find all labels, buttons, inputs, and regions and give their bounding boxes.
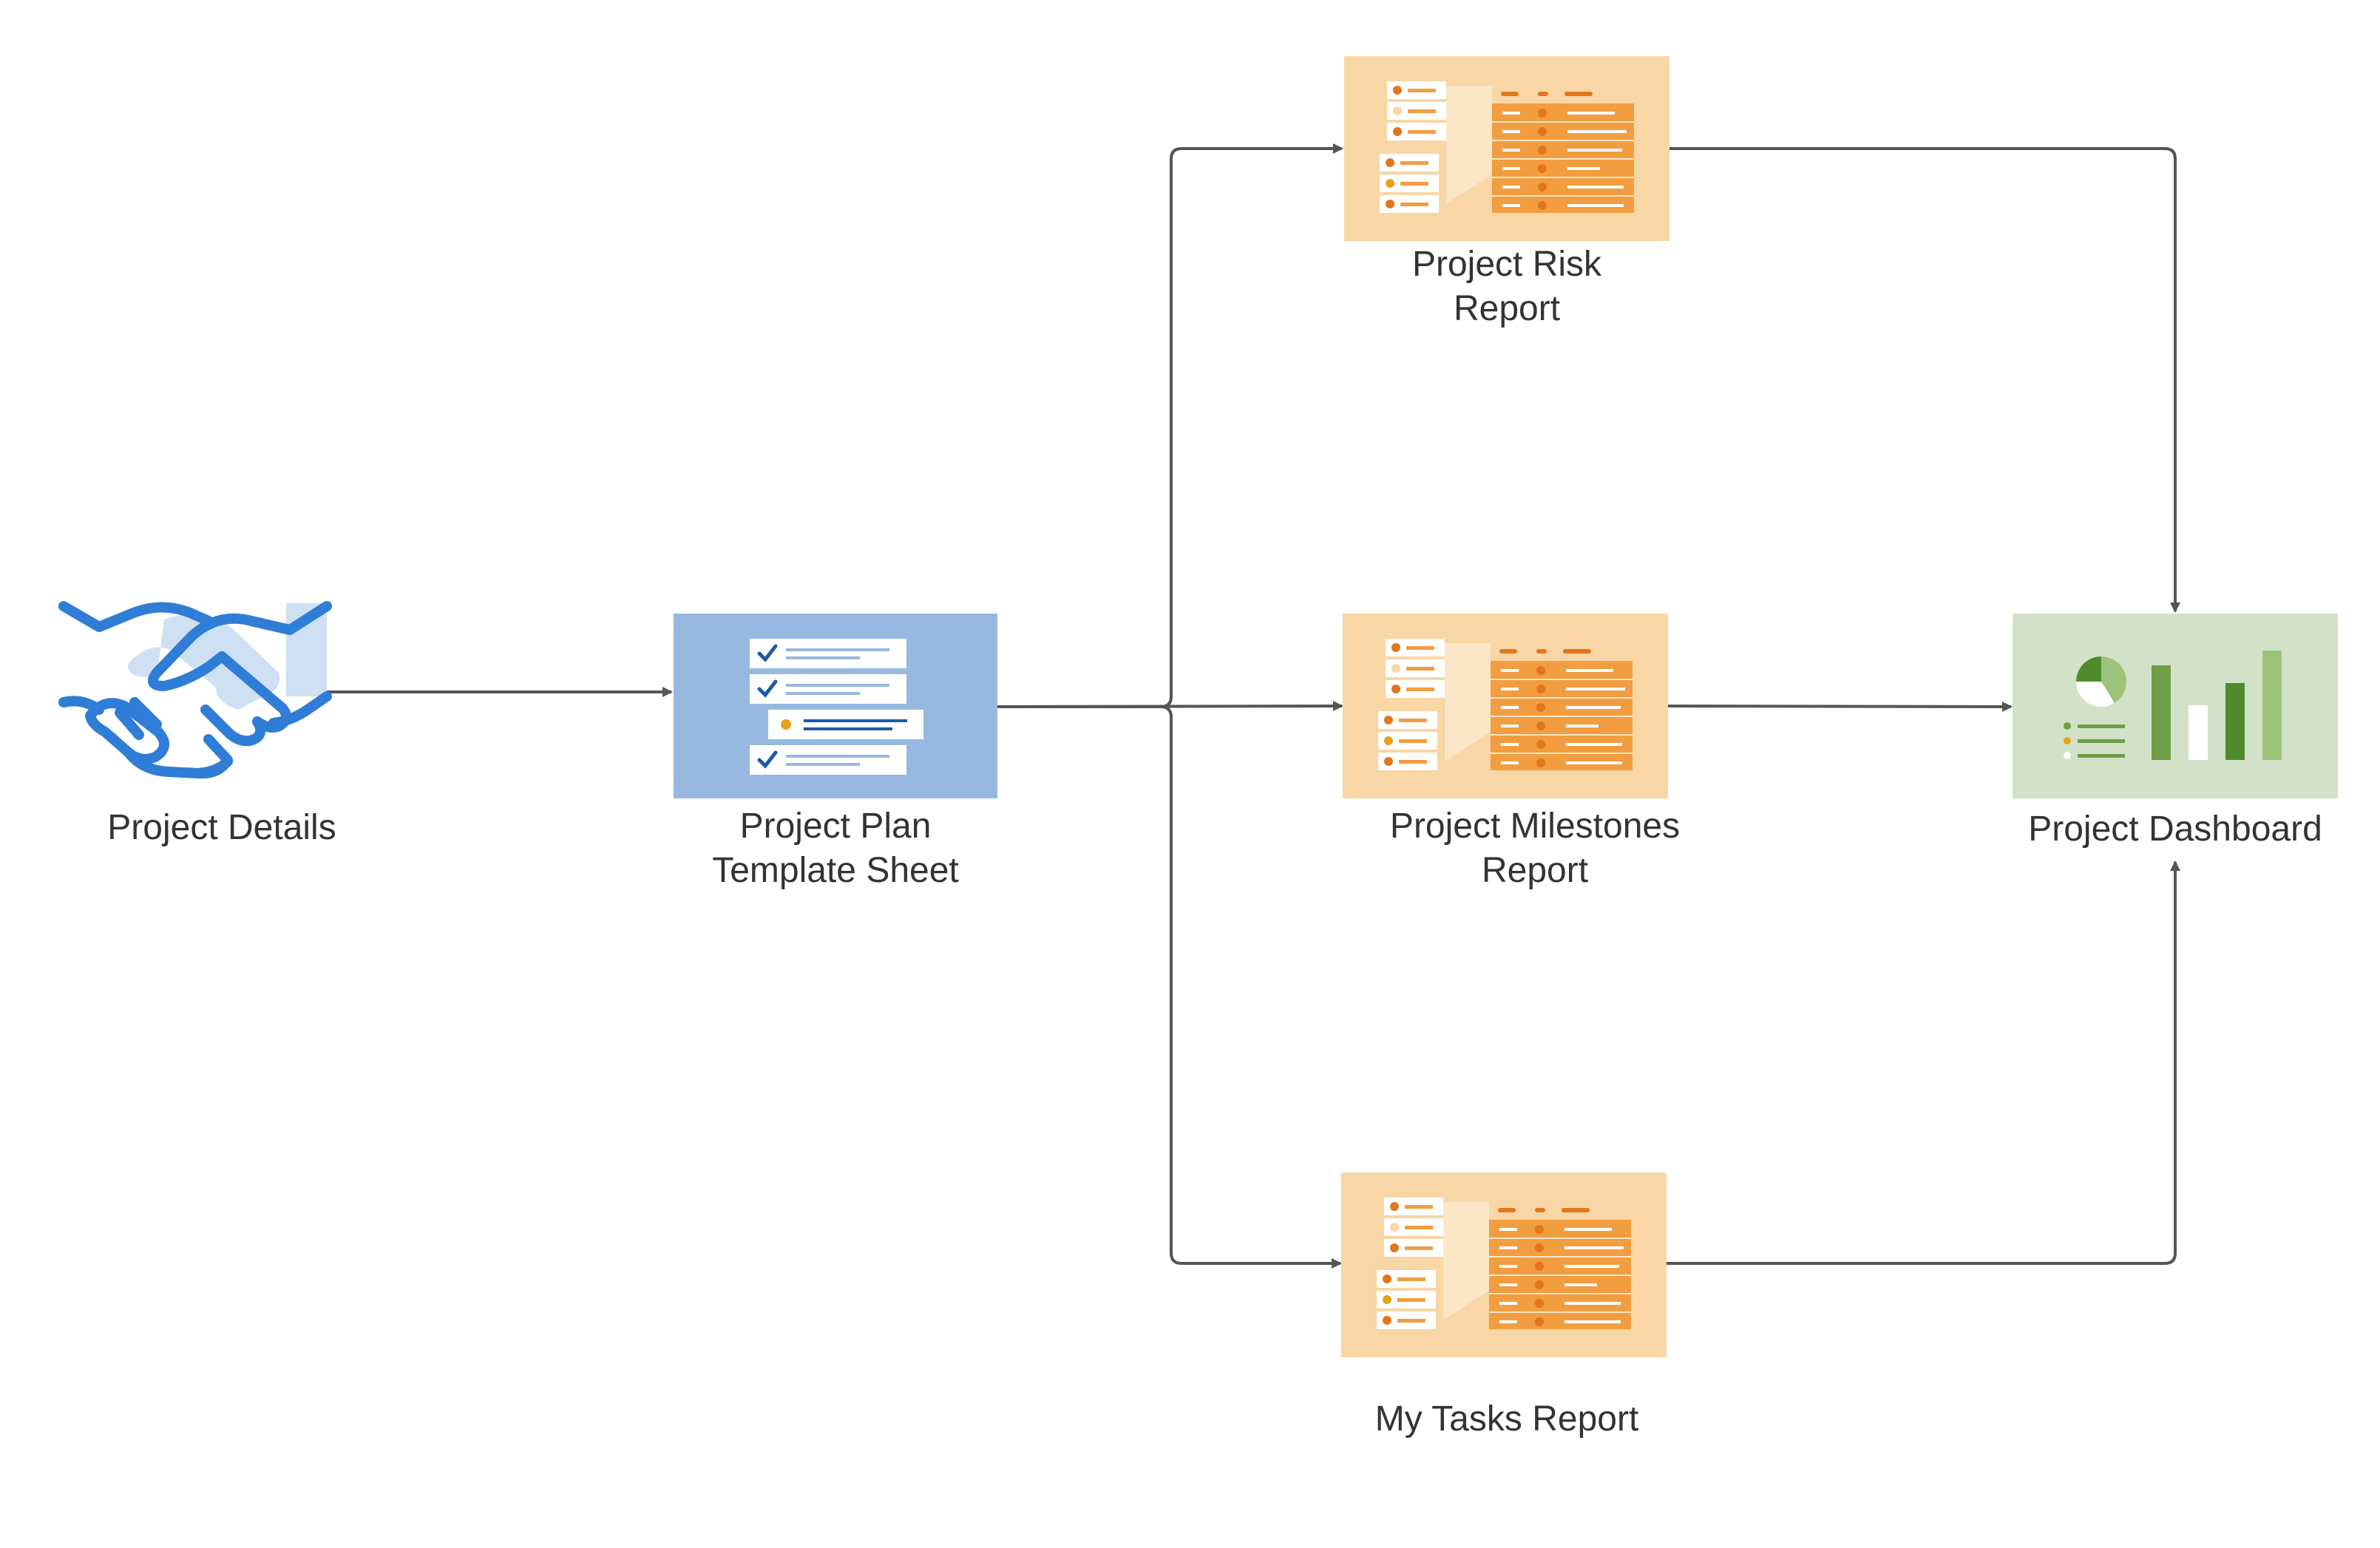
dashboard-chart-icon: [2013, 614, 2338, 798]
project-milestones-label-line2: Report: [1481, 851, 1589, 890]
node-label-project-milestones: Project Milestones Report: [1350, 804, 1720, 893]
project-risk-label-line2: Report: [1453, 289, 1561, 328]
report-table-icon-tasks: [1341, 1172, 1667, 1357]
my-tasks-label: My Tasks Report: [1374, 1399, 1639, 1439]
edge-risk-to-dashboard: [1669, 147, 2180, 613]
edge-tasks-to-dashboard: [1667, 860, 2180, 1265]
node-label-project-details: Project Details: [74, 806, 370, 850]
node-label-project-risk: Project Risk Report: [1322, 242, 1692, 331]
handshake-icon: [58, 601, 332, 779]
project-milestones-label-line1: Project Milestones: [1389, 807, 1681, 846]
project-dashboard-label: Project Dashboard: [2028, 809, 2322, 849]
report-table-icon-milestones: [1343, 614, 1668, 798]
project-risk-label-line1: Project Risk: [1411, 245, 1602, 284]
project-details-label: Project Details: [107, 808, 336, 847]
node-label-my-tasks: My Tasks Report: [1322, 1397, 1692, 1442]
edge-plan-to-milestones: [997, 701, 1343, 712]
edges: [325, 143, 2180, 1269]
project-plan-label-line2: Template Sheet: [712, 851, 959, 890]
checklist-sheet-icon: [674, 614, 997, 798]
node-label-project-dashboard: Project Dashboard: [1990, 807, 2360, 852]
edge-milestones-to-dashboard: [1666, 701, 2013, 712]
edge-plan-to-tasks: [1160, 705, 1342, 1269]
project-plan-label-line1: Project Plan: [739, 807, 932, 846]
edge-plan-to-risk: [997, 143, 1343, 708]
report-table-icon-risk: [1344, 56, 1669, 241]
node-label-project-plan: Project Plan Template Sheet: [651, 804, 1020, 893]
